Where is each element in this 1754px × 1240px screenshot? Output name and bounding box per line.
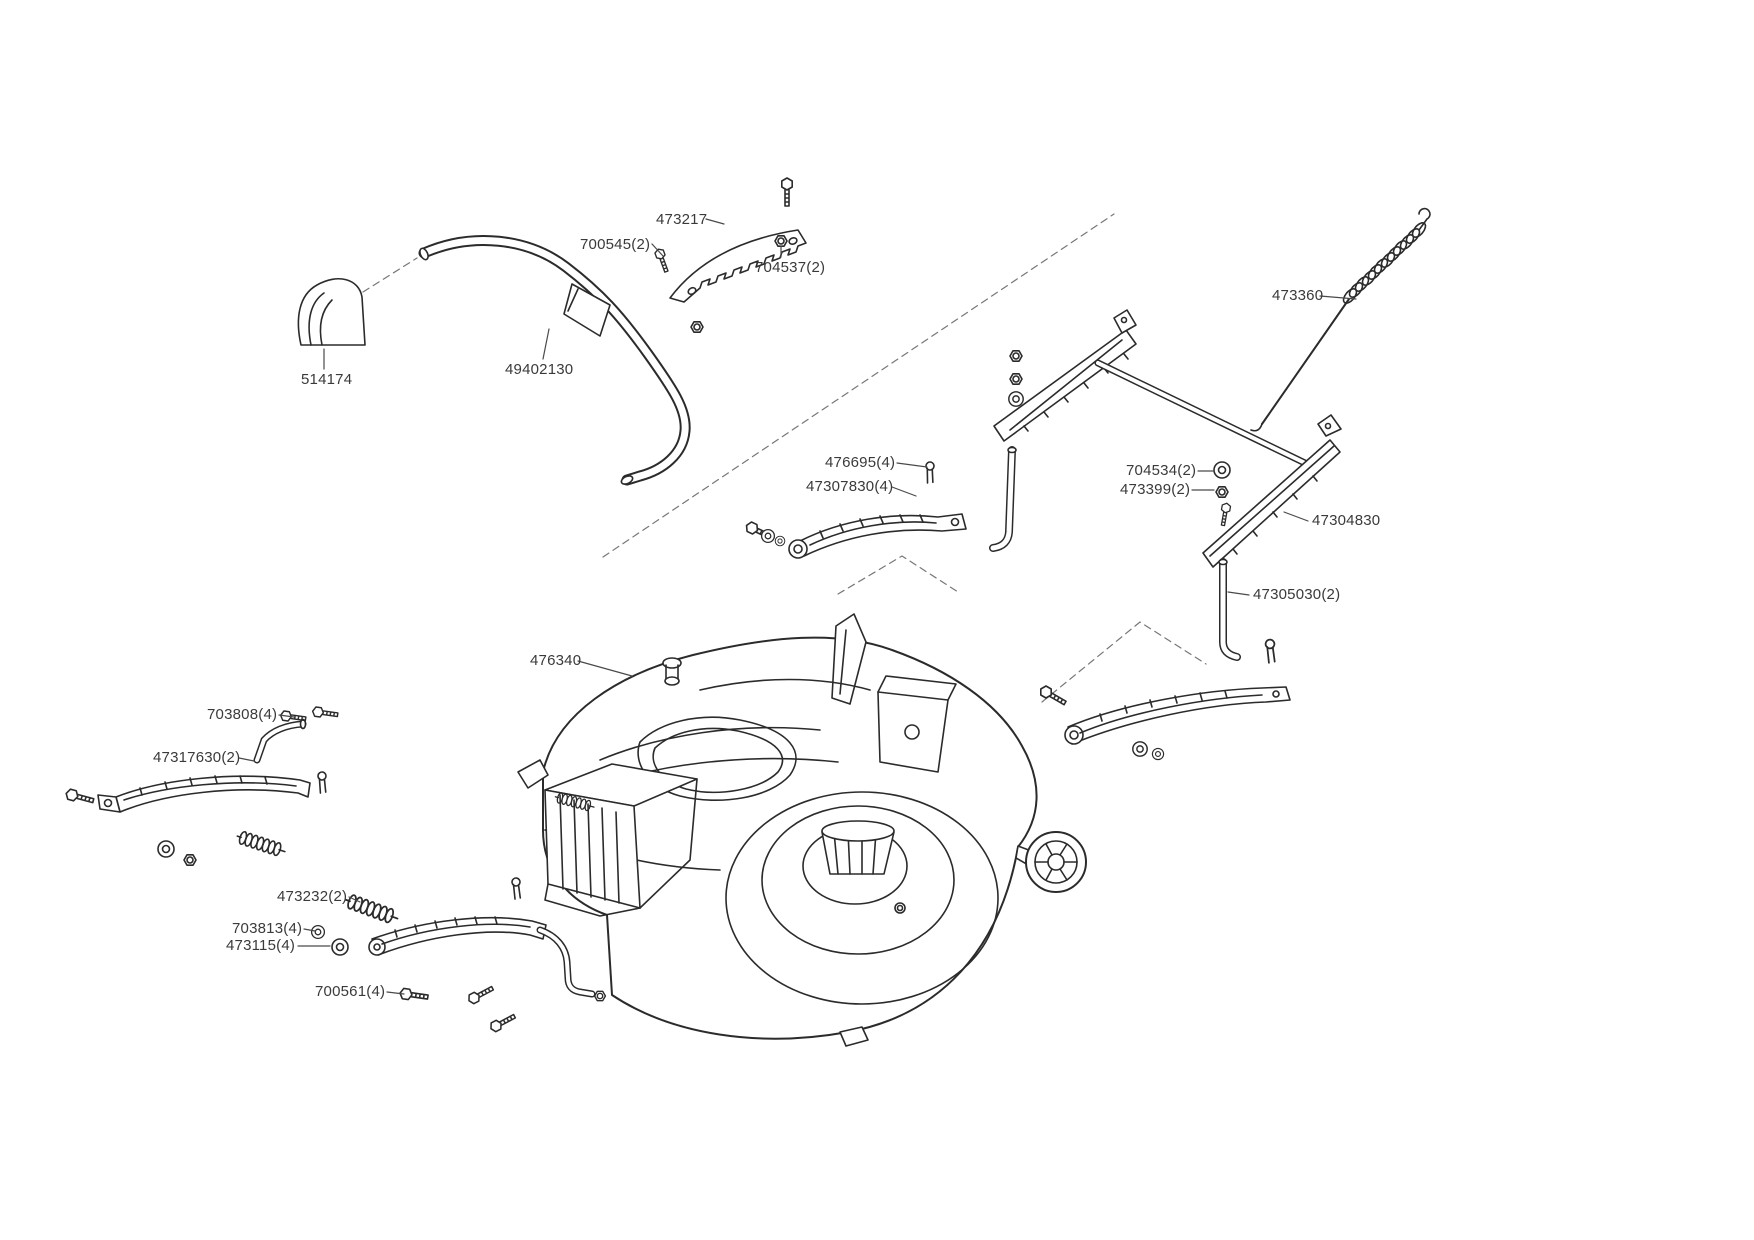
- cotter-pin-icon: [313, 770, 331, 795]
- rear-lift-assembly: [989, 309, 1342, 665]
- nut-icon: [1215, 485, 1229, 499]
- bolt-icon: [653, 247, 672, 274]
- washer-icon: [310, 924, 326, 940]
- part-label-704537: 704537(2): [755, 259, 826, 276]
- washer-icon: [760, 528, 776, 544]
- bolt-icon: [1037, 683, 1069, 709]
- cotter-pin-icon: [1261, 638, 1280, 665]
- nut-icon: [1009, 349, 1023, 363]
- left-arm: [64, 705, 339, 867]
- part-label-47307830: 47307830(4): [806, 478, 894, 495]
- adjust-bracket: [653, 177, 807, 334]
- part-label-514174: 514174: [301, 371, 353, 388]
- part-label-473232: 473232(2): [277, 888, 348, 905]
- construction-lines: [362, 213, 1207, 703]
- part-label-47317630: 47317630(2): [153, 749, 241, 766]
- handle-grip: [297, 277, 366, 346]
- cotter-pin-icon: [920, 460, 939, 486]
- nut-icon: [183, 853, 197, 867]
- bolt-icon: [465, 983, 496, 1006]
- bolt-icon: [64, 787, 96, 807]
- washer-icon: [1213, 461, 1231, 479]
- bolt-icon: [1218, 501, 1232, 527]
- washer-icon: [1008, 391, 1024, 407]
- washer-icon: [774, 535, 786, 547]
- cotter-pin-icon: [508, 876, 525, 901]
- part-label-473115: 473115(4): [226, 937, 296, 954]
- tension-spring-long: [1250, 207, 1431, 432]
- washer-icon: [331, 938, 349, 956]
- part-label-703813: 703813(4): [232, 920, 303, 937]
- part-label-476340: 476340: [530, 652, 582, 669]
- part-label-49402130: 49402130: [505, 361, 574, 378]
- part-label-473399: 473399(2): [1120, 481, 1191, 498]
- right-arm: [1037, 683, 1291, 761]
- washer-icon: [1132, 741, 1148, 757]
- mower-deck: [517, 613, 1087, 1047]
- part-label-703808: 703808(4): [207, 706, 278, 723]
- part-label-47305030: 47305030(2): [1253, 586, 1341, 603]
- part-label-700545: 700545(2): [580, 236, 651, 253]
- bolt-icon: [780, 177, 794, 207]
- nut-icon: [690, 320, 704, 334]
- bolt-icon: [487, 1011, 518, 1034]
- nut-icon: [1009, 372, 1023, 386]
- nut-icon: [774, 235, 788, 247]
- part-label-473360: 473360: [1272, 287, 1324, 304]
- spring-icon: [234, 829, 288, 859]
- lower-arm: [310, 876, 607, 1034]
- nut-icon: [593, 990, 607, 1002]
- leader-lines: [238, 218, 1357, 995]
- handlebar: [418, 235, 691, 486]
- center-arm: [743, 460, 967, 559]
- bolt-icon: [311, 705, 339, 721]
- part-label-473217: 473217: [656, 211, 708, 228]
- part-label-700561: 700561(4): [315, 983, 386, 1000]
- bolt-icon: [398, 987, 430, 1004]
- part-label-476695: 476695(4): [825, 454, 896, 471]
- part-label-47304830: 47304830: [1312, 512, 1381, 529]
- washer-icon: [157, 840, 175, 858]
- washer-icon: [1151, 747, 1165, 761]
- part-label-704534: 704534(2): [1126, 462, 1197, 479]
